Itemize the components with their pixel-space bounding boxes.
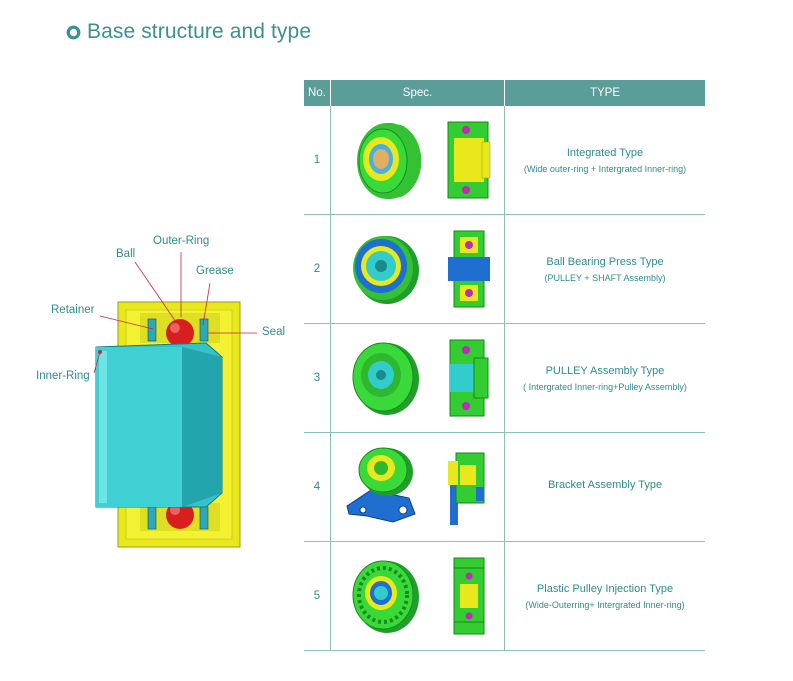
spec-images — [330, 106, 505, 215]
integrated-section-image — [447, 121, 491, 199]
type-cell: Ball Bearing Press Type (PULLEY + SHAFT … — [504, 214, 705, 324]
table-row: 4 — [304, 432, 705, 542]
header-type: TYPE — [504, 80, 705, 106]
plastic-pulley-section-image — [453, 557, 485, 635]
spec-images — [330, 432, 505, 542]
press-pulley-image — [352, 236, 419, 304]
press-section-image — [448, 230, 491, 308]
bearing-cross-section-illustration — [93, 252, 257, 548]
type-name: Integrated Type — [566, 146, 644, 159]
circle-bullet-icon — [66, 25, 81, 40]
spec-images — [330, 541, 505, 651]
type-name: PULLEY Assembly Type — [545, 364, 665, 377]
type-description: (PULLEY + SHAFT Assembly) — [544, 272, 666, 283]
label-ball: Ball — [116, 248, 136, 260]
label-inner-ring: Inner-Ring — [36, 370, 90, 382]
bracket-section-image — [448, 452, 485, 525]
table-header-row: No. Spec. TYPE — [304, 80, 705, 106]
type-cell: Plastic Pulley Injection Type (Wide-Oute… — [504, 541, 705, 651]
row-number: 4 — [304, 432, 331, 542]
row-number: 3 — [304, 323, 331, 433]
bearing-type-table: No. Spec. TYPE 1 — [304, 80, 705, 651]
type-name: Bracket Assembly Type — [547, 478, 663, 491]
type-cell: Bracket Assembly Type — [504, 432, 705, 542]
type-description: (Wide outer-ring + Intergrated Inner-rin… — [523, 163, 687, 174]
header-spec: Spec. — [330, 80, 505, 106]
bracket-assembly-image — [346, 447, 416, 523]
type-cell: PULLEY Assembly Type ( Intergrated Inner… — [504, 323, 705, 433]
header-no: No. — [304, 80, 331, 106]
table-row: 1 — [304, 106, 705, 215]
row-number: 2 — [304, 214, 331, 324]
label-outer-ring: Outer-Ring — [153, 235, 210, 247]
table-row: 3 — [304, 323, 705, 433]
type-name: Plastic Pulley Injection Type — [536, 582, 674, 595]
bearing-structure-diagram: Ball Outer-Ring Grease Retainer Seal Inn… — [0, 225, 300, 565]
type-description: (Wide-Outerring+ Intergrated Inner-ring) — [525, 599, 685, 610]
type-name: Ball Bearing Press Type — [546, 255, 664, 268]
table-row: 2 — [304, 214, 705, 324]
integrated-pulley-image — [356, 123, 422, 199]
label-seal: Seal — [262, 326, 286, 338]
section-title: Base structure and type — [66, 20, 311, 44]
pulley-assembly-section-image — [449, 339, 489, 417]
row-number: 1 — [304, 106, 331, 215]
type-cell: Integrated Type (Wide outer-ring + Inter… — [504, 106, 705, 215]
pulley-assembly-image — [352, 342, 419, 415]
row-number: 5 — [304, 541, 331, 651]
type-description: ( Intergrated Inner-ring+Pulley Assembly… — [523, 381, 687, 392]
spec-images — [330, 214, 505, 324]
spec-images — [330, 323, 505, 433]
label-retainer: Retainer — [51, 304, 95, 316]
label-grease: Grease — [196, 265, 234, 277]
page-title: Base structure and type — [87, 20, 312, 43]
table-row: 5 — [304, 541, 705, 651]
plastic-pulley-image — [352, 560, 419, 633]
